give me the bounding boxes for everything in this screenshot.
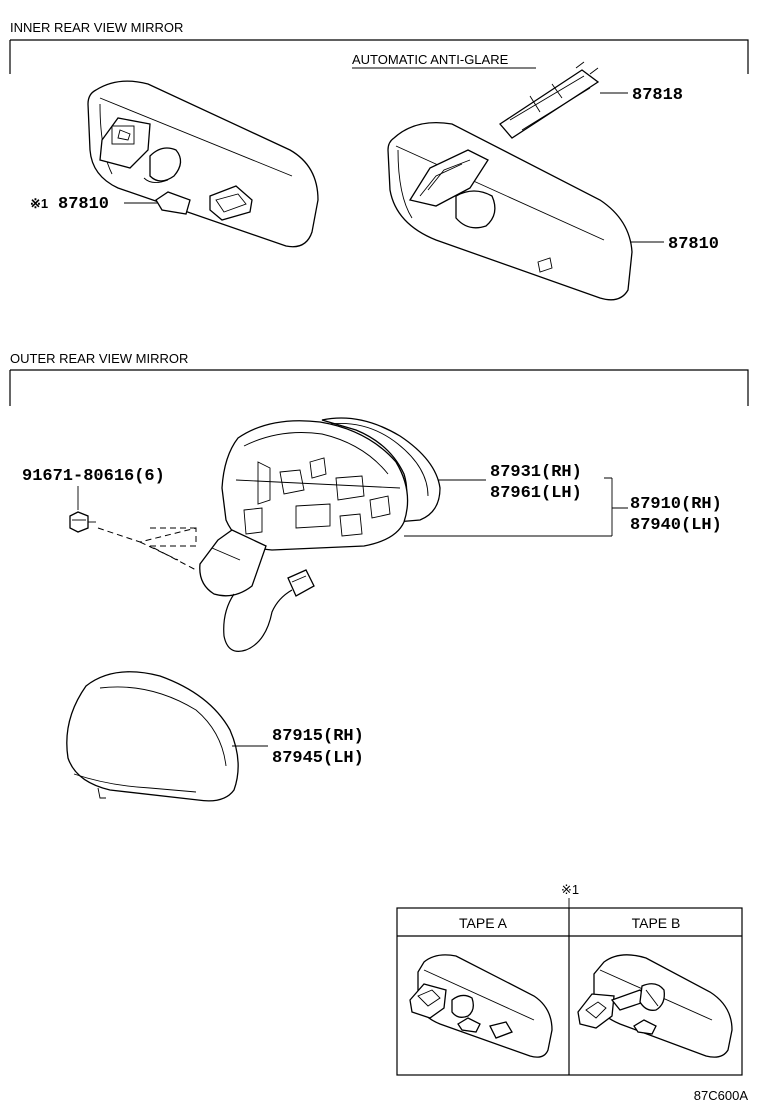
label-87931: 87931(RH): [490, 463, 582, 482]
label-inner-87810-left: 87810: [58, 195, 109, 214]
label-87915: 87915(RH): [272, 727, 364, 746]
inner-mirror-right: [387, 61, 633, 301]
inset-mark: ※1: [561, 882, 579, 897]
mounting-dashed-lines-2: [139, 527, 196, 561]
leader-87910: [404, 477, 628, 537]
tape-a-label: TAPE A: [459, 915, 508, 931]
section-title-inner: INNER REAR VIEW MIRROR: [10, 20, 183, 35]
section-bracket-inner: [9, 39, 749, 74]
label-inner-87810-left-mark: ※1: [30, 196, 48, 211]
outer-mirror-cover: [66, 671, 239, 802]
tape-a-mirror: [409, 954, 553, 1058]
label-87945: 87945(LH): [272, 749, 364, 768]
label-inner-87810-right: 87810: [668, 235, 719, 254]
auto-anti-glare-label: AUTOMATIC ANTI-GLARE: [352, 52, 509, 67]
inner-mirror-left: [87, 80, 319, 248]
section-bracket-outer: [9, 369, 749, 406]
label-87818: 87818: [632, 86, 683, 105]
label-bolt: 91671-80616(6): [22, 467, 165, 486]
label-87910: 87910(RH): [630, 495, 722, 514]
section-title-outer: OUTER REAR VIEW MIRROR: [10, 351, 188, 366]
outer-mirror-glass: [321, 417, 441, 523]
tape-b-label: TAPE B: [632, 915, 681, 931]
inner-87810-left-mark: ※1: [30, 196, 48, 211]
label-87940: 87940(LH): [630, 516, 722, 535]
outer-mirror-assembly: [199, 420, 409, 652]
screw-91671: [69, 511, 96, 533]
tape-b-mirror: [577, 954, 733, 1058]
label-87961: 87961(LH): [490, 484, 582, 503]
diagram-ref-code: 87C600A: [694, 1088, 749, 1103]
mounting-dashed-lines: [97, 527, 197, 571]
